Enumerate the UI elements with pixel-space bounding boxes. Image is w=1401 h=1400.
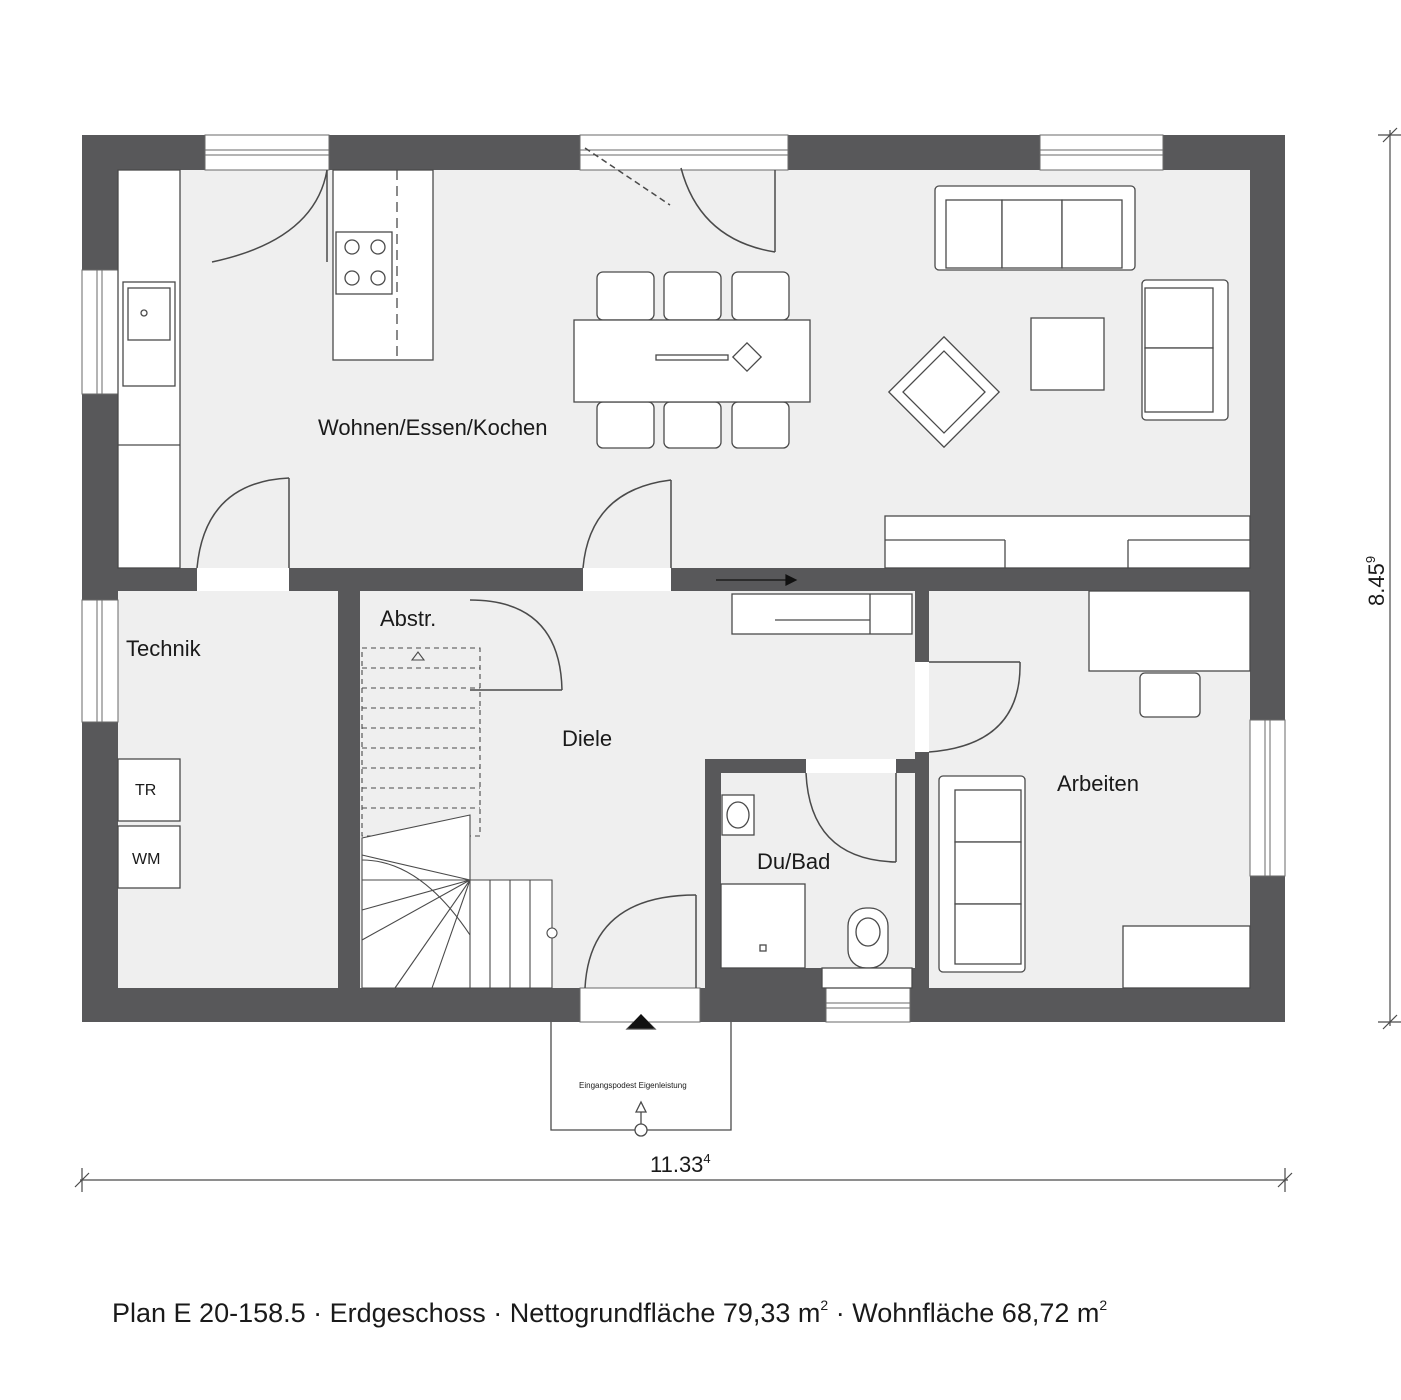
door-swing-bad xyxy=(805,772,897,863)
door-opening-arbeiten xyxy=(915,662,929,752)
caption-text-2: · Wohnfläche 68,72 m xyxy=(828,1298,1100,1328)
dryer xyxy=(117,758,181,822)
label-arbeiten: Arbeiten xyxy=(1057,771,1139,796)
label-wm: WM xyxy=(132,851,160,868)
window-glass-lines xyxy=(96,149,1271,1009)
washer xyxy=(117,825,181,889)
stair-arrow xyxy=(716,574,798,586)
shower xyxy=(720,883,806,969)
wall-v-technik xyxy=(338,568,360,988)
coffee-table xyxy=(1030,317,1105,391)
label-dubad: Du/Bad xyxy=(757,849,830,874)
shelf xyxy=(1122,925,1251,989)
chair xyxy=(731,271,790,321)
plan-caption: Plan E 20-158.5 · Erdgeschoss · Nettogru… xyxy=(112,1297,1108,1329)
chair xyxy=(596,401,655,449)
chair xyxy=(731,401,790,449)
dining-set xyxy=(573,271,811,449)
wall-v-arbeiten xyxy=(915,591,929,988)
door-swing-abstr xyxy=(469,599,563,691)
chair xyxy=(663,401,722,449)
windows xyxy=(81,134,1286,1023)
dimension-lines xyxy=(74,127,1401,1192)
label-entrance: Eingangspodest Eigenleistung xyxy=(579,1081,687,1090)
chair xyxy=(663,271,722,321)
door-swings xyxy=(196,147,1021,989)
caption-sup-1: 2 xyxy=(820,1297,829,1313)
door-swing-arbeiten xyxy=(928,661,1021,753)
bathroom-fixtures xyxy=(720,794,913,989)
label-tr: TR xyxy=(135,782,156,799)
door-opening-diele xyxy=(583,568,671,591)
window-top-2 xyxy=(579,134,789,171)
window-left-1 xyxy=(81,269,119,395)
door-swing-terrace-1 xyxy=(680,167,776,253)
caption-text: Plan E 20-158.5 · Erdgeschoss · Nettogru… xyxy=(112,1298,821,1328)
desk xyxy=(1088,590,1251,672)
office-chair xyxy=(1139,672,1201,718)
chair xyxy=(596,271,655,321)
caption-sup-2: 2 xyxy=(1099,1297,1108,1313)
width-dimension: 11.334 xyxy=(650,1151,711,1177)
window-bottom-bad xyxy=(825,987,911,1023)
living-furniture xyxy=(884,185,1251,569)
window-top-1 xyxy=(204,134,330,171)
floor-plan: Wohnen/Essen/Kochen Technik Abstr. Diele… xyxy=(74,127,1401,1192)
dining-table xyxy=(573,319,811,403)
door-swing-top-left xyxy=(211,169,328,263)
door-opening-technik xyxy=(197,568,289,591)
window-left-2 xyxy=(81,599,119,723)
height-dimension: 8.459 xyxy=(1363,556,1389,606)
entrance-platform xyxy=(550,1014,732,1137)
door-opening-bad xyxy=(806,759,896,773)
label-technik: Technik xyxy=(126,636,202,661)
window-right-1 xyxy=(1249,719,1286,877)
label-wohnen: Wohnen/Essen/Kochen xyxy=(318,415,548,440)
window-top-3 xyxy=(1039,134,1164,171)
door-openings xyxy=(197,568,929,773)
interior-walls xyxy=(118,568,1250,988)
office-furniture xyxy=(938,590,1251,989)
door-swing-front xyxy=(584,894,697,989)
label-abstr: Abstr. xyxy=(380,606,436,631)
label-diele: Diele xyxy=(562,726,612,751)
wall-bad-left xyxy=(705,759,721,988)
wall-h-main xyxy=(118,568,1250,591)
door-swing-technik xyxy=(196,477,290,569)
kitchen xyxy=(117,169,434,569)
staircase xyxy=(361,647,558,989)
entrance-arrow xyxy=(628,1014,654,1028)
sideboard xyxy=(884,515,1251,569)
appliances xyxy=(117,758,181,889)
door-swing-diele xyxy=(582,479,672,569)
cooktop xyxy=(335,231,393,295)
hall-cabinet xyxy=(731,593,913,635)
